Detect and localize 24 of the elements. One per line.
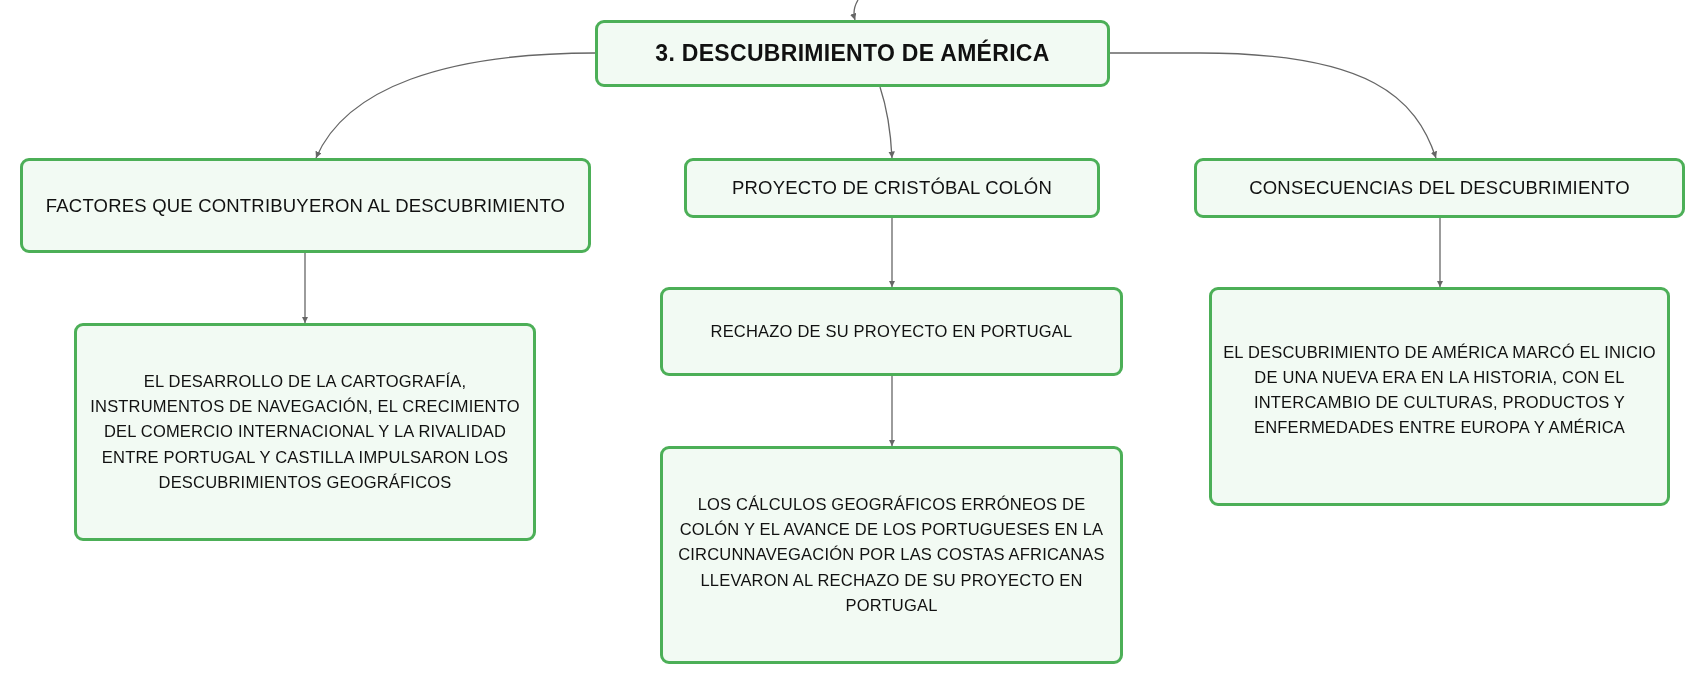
subtopic-box <box>20 158 591 253</box>
connector-arrow <box>879 86 895 159</box>
node-text: LOS CÁLCULOS GEOGRÁFICOS ERRÓNEOS DE COLÓN Y EL AVANCE DE LOS PORTUGUESES EN LA CIRCUNNAVEGACIÓN POR LAS COSTAS AFRICANAS LLEVARON AL RECHAZO DE SU PROYECTO EN PORTUGAL <box>677 494 1106 616</box>
connector-arrow <box>301 252 309 324</box>
node-text: EL DESARROLLO DE LA CARTOGRAFÍA, INSTRUMENTOS DE NAVEGACIÓN, EL CRECIMIENTO DEL COMERCIO INTERNACIONAL Y LA RIVALIDAD ENTRE PORTUGAL Y CASTILLA IMPULSARON LOS DESCUBRIMIENTOS GEOGRÁFICOS <box>89 371 521 493</box>
connector-arrow <box>888 375 896 447</box>
title-text: 3. DESCUBRIMIENTO DE AMÉRICA <box>655 38 1050 69</box>
node-text: EL DESCUBRIMIENTO DE AMÉRICA MARCÓ EL INICIO DE UNA NUEVA ERA EN LA HISTORIA, CON EL INTERCAMBIO DE CULTURAS, PRODUCTOS Y ENFERMEDADES ENTRE EUROPA Y AMÉRICA <box>1222 342 1657 439</box>
description-box <box>660 287 1123 376</box>
description-box <box>74 323 536 541</box>
connector-arrow <box>315 52 596 159</box>
topic-box <box>595 20 1110 87</box>
description-box <box>660 446 1123 664</box>
subtopic-box <box>1194 158 1685 218</box>
node-text: RECHAZO DE SU PROYECTO EN PORTUGAL <box>710 320 1073 342</box>
connector-arrow <box>1436 217 1444 288</box>
connector-arrow <box>1109 52 1437 159</box>
node-text: CONSECUENCIAS DEL DESCUBRIMIENTO <box>1249 176 1630 201</box>
node-text: FACTORES QUE CONTRIBUYERON AL DESCUBRIMIENTO <box>45 193 566 218</box>
connector-arrow <box>888 217 896 288</box>
description-box <box>1209 287 1670 506</box>
subtopic-box <box>684 158 1100 218</box>
node-text: PROYECTO DE CRISTÓBAL COLÓN <box>732 176 1052 201</box>
connector-arrow <box>850 0 859 21</box>
